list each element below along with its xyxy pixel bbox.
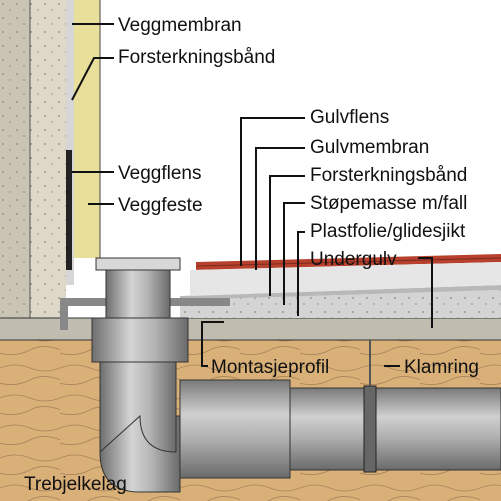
floor-membrane-layer (180, 285, 501, 300)
leader-lines (71, 23, 433, 367)
wall-membrane-layer (66, 0, 74, 285)
label-mounting-profile: Montasjeprofil (211, 357, 329, 378)
floor-build-up (60, 254, 501, 330)
wall-construction (0, 0, 101, 320)
label-wall-bracket: Veggfeste (118, 195, 203, 216)
pipe-socket (179, 379, 291, 479)
wall-tile-adhesive (74, 0, 100, 258)
label-subfloor: Undergulv (310, 249, 397, 270)
subfloor-slab (0, 318, 501, 340)
drain-pipe (179, 340, 501, 479)
floor-drain (91, 257, 189, 493)
label-floor-reinforcement-tape: Forsterkningsbånd (310, 165, 467, 186)
pipe-clamp (363, 385, 377, 473)
label-wall-membrane: Veggmembran (118, 15, 242, 36)
label-wall-reinforcement-tape: Forsterkningsbånd (118, 47, 275, 68)
label-pipe-clamp: Klamring (404, 357, 479, 378)
label-wall-flange: Veggflens (118, 163, 201, 184)
floor-flange-plate (95, 257, 181, 271)
wall-flange (66, 150, 72, 270)
label-floor-flange: Gulvflens (310, 107, 389, 128)
drain-bowl (91, 317, 189, 363)
label-joist-layer: Trebjelkelag (24, 474, 127, 495)
label-plastic-foil-slip-layer: Plastfolie/glidesjikt (310, 221, 466, 242)
label-floor-membrane: Gulvmembran (310, 137, 429, 158)
label-screed-with-fall: Støpemasse m/fall (310, 193, 467, 214)
